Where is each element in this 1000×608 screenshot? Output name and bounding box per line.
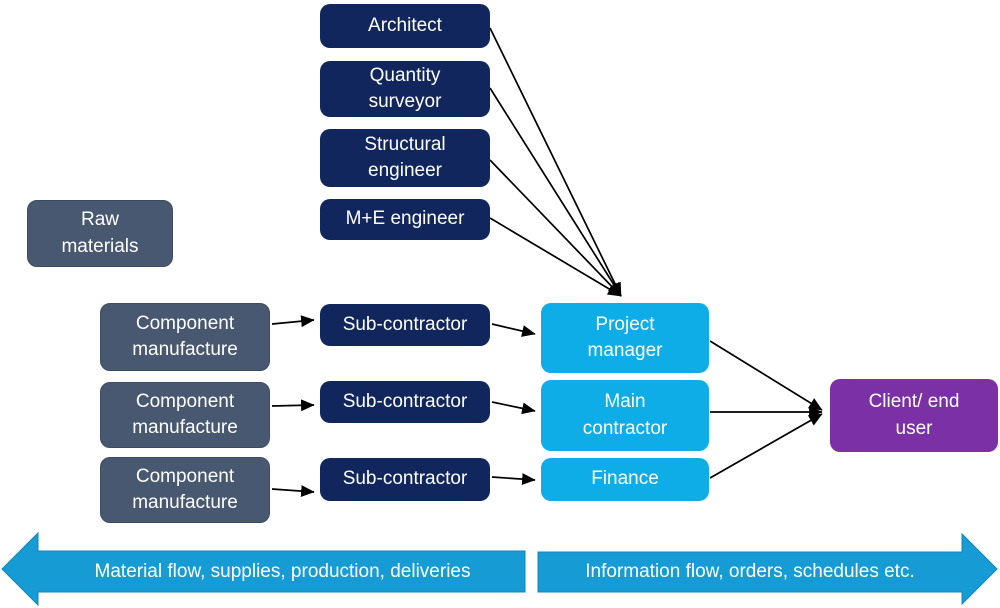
arrow-quantity-surveyor-to-project-manager [489, 87, 622, 297]
node-architect: Architect [320, 4, 490, 48]
arrow-component2-to-subcontractor2 [271, 399, 315, 412]
arrow-architect-to-project-manager [489, 27, 622, 297]
material-flow-arrow-shape [1, 531, 526, 607]
arrow-me-engineer-to-project-manager [489, 217, 622, 297]
material-flow-banner-label: Material flow, supplies, production, del… [94, 560, 471, 582]
information-flow-arrow-shape [537, 532, 998, 606]
node-me-engineer: M+E engineer [320, 199, 490, 240]
node-sub-contractor-1: Sub-contractor [320, 304, 490, 346]
node-sub-contractor-2: Sub-contractor [320, 381, 490, 423]
node-component-manufacture-1: Component manufacture [100, 303, 270, 371]
arrow-component1-to-subcontractor1 [271, 315, 315, 328]
node-component-manufacture-3: Component manufacture [100, 457, 270, 523]
node-quantity-surveyor: Quantity surveyor [320, 61, 490, 117]
node-structural-engineer: Structural engineer [320, 129, 490, 187]
information-flow-banner-label: Information flow, orders, schedules etc. [585, 560, 915, 582]
arrow-component3-to-subcontractor3 [271, 485, 315, 498]
node-raw-materials: Raw materials [27, 200, 173, 267]
arrow-structural-engineer-to-project-manager [489, 159, 622, 297]
arrow-project-manager-to-client [709, 340, 823, 411]
node-project-manager: Project manager [541, 303, 709, 373]
node-sub-contractor-3: Sub-contractor [320, 458, 490, 501]
node-main-contractor: Main contractor [541, 380, 709, 451]
arrow-subcontractor3-to-finance [491, 473, 536, 486]
node-component-manufacture-2: Component manufacture [100, 382, 270, 448]
node-finance: Finance [541, 458, 709, 501]
node-client-end-user: Client/ end user [830, 379, 998, 452]
arrow-finance-to-client [709, 413, 823, 479]
arrow-subcontractor1-to-project-manager [491, 323, 536, 337]
arrow-subcontractor2-to-main-contractor [491, 401, 536, 415]
